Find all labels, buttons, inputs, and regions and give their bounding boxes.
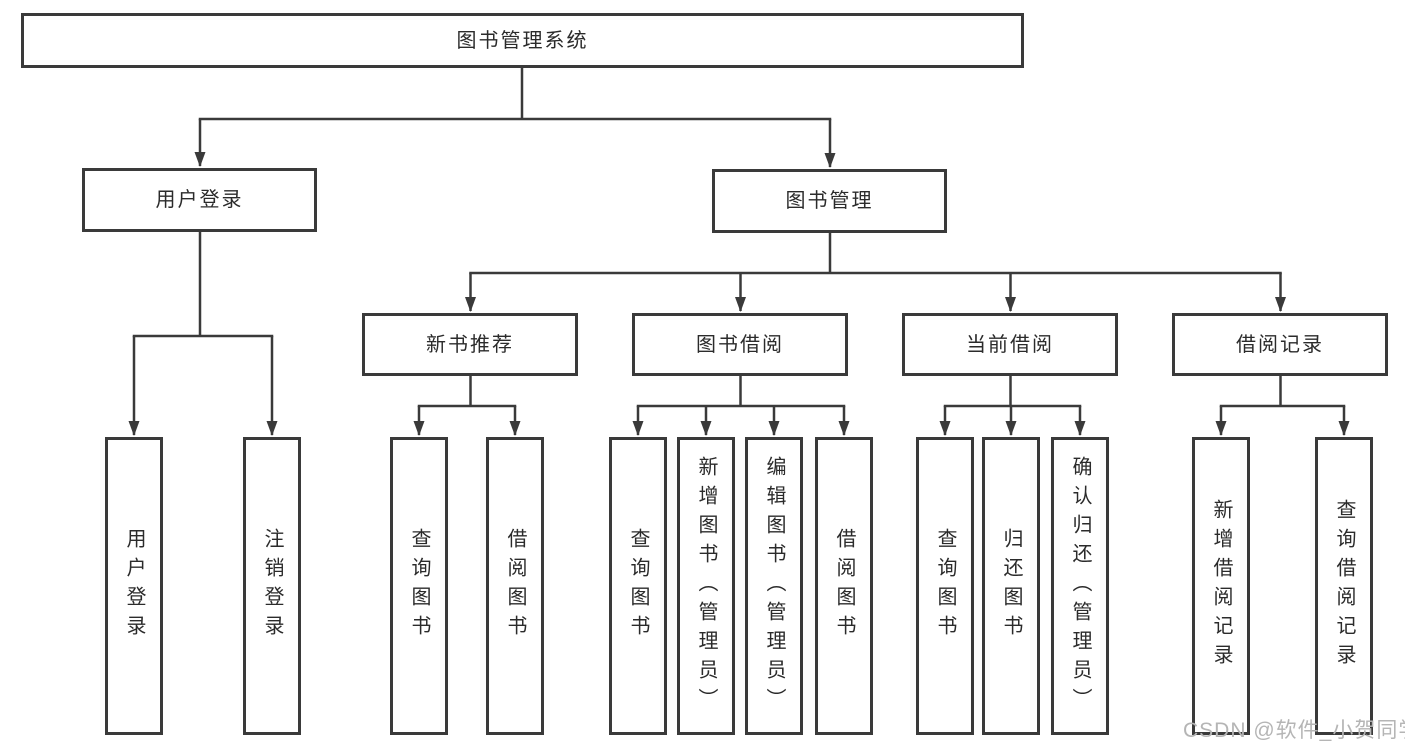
leaf-cb-return-books-label: 归还图书: [1000, 528, 1022, 644]
leaf-nbr-borrow-books: 借阅图书: [486, 437, 544, 735]
leaf-bb-add-book-admin-label: 新增图书（管理员）: [695, 455, 717, 717]
leaf-nbr-borrow-books-label: 借阅图书: [504, 528, 526, 644]
leaf-bb-query-books: 查询图书: [609, 437, 667, 735]
leaf-br-add-record-label: 新增借阅记录: [1210, 499, 1232, 673]
leaf-bb-edit-book-admin-label: 编辑图书（管理员）: [763, 455, 785, 717]
leaf-br-query-record: 查询借阅记录: [1315, 437, 1373, 735]
leaf-bb-query-books-label: 查询图书: [627, 528, 649, 644]
leaf-logout: 注销登录: [243, 437, 301, 735]
leaf-user-login-label: 用户登录: [123, 528, 145, 644]
node-user-login: 用户登录: [82, 168, 317, 232]
leaf-bb-add-book-admin: 新增图书（管理员）: [677, 437, 735, 735]
leaf-cb-confirm-return-admin: 确认归还（管理员）: [1051, 437, 1109, 735]
node-new-book-recommendation-label: 新书推荐: [426, 333, 514, 356]
leaf-nbr-query-books: 查询图书: [390, 437, 448, 735]
node-book-management: 图书管理: [712, 169, 947, 233]
leaf-user-login: 用户登录: [105, 437, 163, 735]
leaf-bb-borrow-books: 借阅图书: [815, 437, 873, 735]
node-user-login-label: 用户登录: [155, 189, 244, 211]
node-book-borrowing: 图书借阅: [632, 313, 848, 376]
node-current-borrowing-label: 当前借阅: [966, 333, 1054, 356]
node-system-root-label: 图书管理系统: [456, 29, 589, 52]
csdn-watermark: CSDN @软件_小贺同学: [1183, 719, 1405, 742]
leaf-cb-return-books: 归还图书: [982, 437, 1040, 735]
leaf-bb-edit-book-admin: 编辑图书（管理员）: [745, 437, 803, 735]
node-borrowing-records: 借阅记录: [1172, 313, 1388, 376]
leaf-logout-label: 注销登录: [261, 528, 283, 644]
leaf-br-query-record-label: 查询借阅记录: [1333, 499, 1355, 673]
node-book-borrowing-label: 图书借阅: [696, 333, 784, 356]
leaf-br-add-record: 新增借阅记录: [1192, 437, 1250, 735]
leaf-cb-query-books: 查询图书: [916, 437, 974, 735]
leaf-bb-borrow-books-label: 借阅图书: [833, 528, 855, 644]
leaf-cb-query-books-label: 查询图书: [934, 528, 956, 644]
node-book-management-label: 图书管理: [785, 190, 874, 212]
node-borrowing-records-label: 借阅记录: [1236, 333, 1324, 356]
node-system-root: 图书管理系统: [21, 13, 1024, 68]
node-current-borrowing: 当前借阅: [902, 313, 1118, 376]
node-new-book-recommendation: 新书推荐: [362, 313, 578, 376]
leaf-nbr-query-books-label: 查询图书: [408, 528, 430, 644]
leaf-cb-confirm-return-admin-label: 确认归还（管理员）: [1069, 455, 1091, 717]
